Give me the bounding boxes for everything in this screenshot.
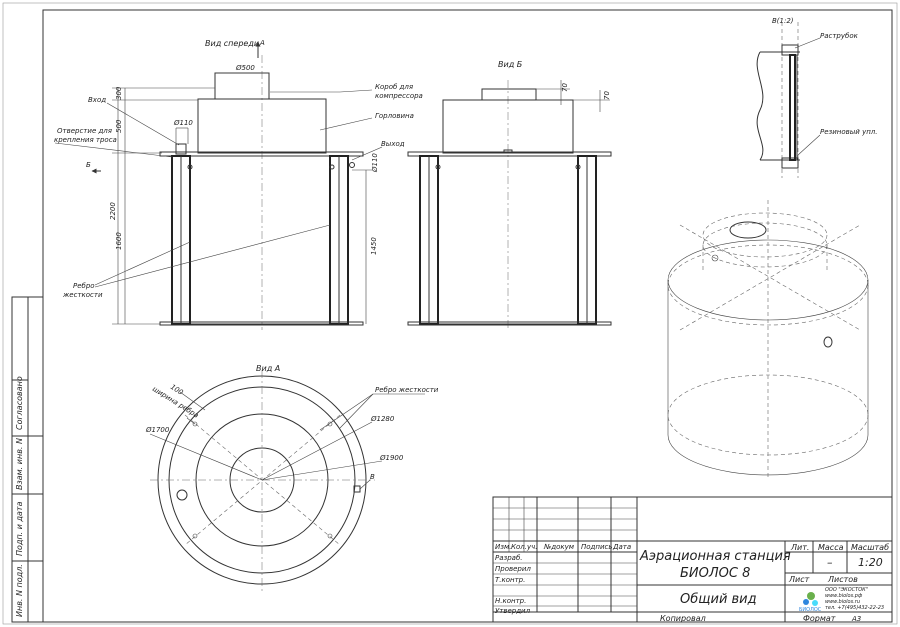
top-view-a: Вид А 100 ширина ребра Ø1700 Ø1280 Ø1900… bbox=[145, 364, 439, 592]
front-view: Вид спереди A Ø500 Ø110 bbox=[54, 39, 423, 330]
detail-v-title: В(1:2) bbox=[772, 17, 794, 25]
callout-rib-top: Ребро жесткости bbox=[375, 386, 439, 394]
marker-v: В bbox=[370, 473, 375, 481]
dim-h70-a: 70 bbox=[561, 83, 569, 92]
tb-sheet: Лист bbox=[788, 575, 810, 584]
tb-site1: www.biolos.рф bbox=[825, 593, 863, 599]
callout-raspr: Раструбок bbox=[820, 32, 859, 40]
callout-outlet: Выход bbox=[381, 140, 405, 148]
dim-h1600: 1600 bbox=[115, 232, 123, 250]
tb-col-sign: Подпись bbox=[581, 543, 613, 551]
callout-neck: Горловина bbox=[375, 112, 414, 120]
dim-h70-b: 70 bbox=[603, 91, 611, 100]
tb-scale-value: 1:20 bbox=[858, 556, 883, 569]
tb-col-doc: №докум bbox=[543, 543, 575, 551]
tb-title-line2: БИОЛОС 8 bbox=[680, 566, 750, 581]
callout-hole-2: крепления троса bbox=[54, 136, 117, 144]
dim-h2200: 2200 bbox=[109, 202, 117, 220]
dim-d1280: Ø1280 bbox=[370, 415, 395, 423]
tb-col-date: Дата bbox=[612, 543, 631, 551]
dim-h500: 500 bbox=[115, 119, 123, 133]
dim-d110-top: Ø110 bbox=[173, 119, 193, 127]
tb-row-razrab: Разраб. bbox=[495, 554, 523, 562]
tb-sheets: Листов bbox=[827, 575, 858, 584]
tb-col-kol: Кол.уч. bbox=[511, 543, 537, 551]
tb-format: Формат bbox=[803, 614, 836, 623]
tb-row-nkontr: Н.контр. bbox=[495, 597, 526, 605]
tb-format-value: А3 bbox=[851, 615, 861, 623]
callout-hole-1: Отверстие для bbox=[57, 127, 112, 135]
tb-copied: Копировал bbox=[660, 614, 706, 623]
tb-mass: Масса bbox=[818, 543, 844, 552]
dim-h300: 300 bbox=[115, 86, 123, 100]
dim-d1700: Ø1700 bbox=[145, 426, 170, 434]
dim-d1900: Ø1900 bbox=[379, 454, 404, 462]
isometric-view bbox=[667, 200, 869, 480]
tb-subtitle: Общий вид bbox=[680, 592, 757, 607]
tb-row-prov: Проверил bbox=[495, 565, 531, 573]
tb-company: ООО "ЭКОСТОК" bbox=[825, 587, 868, 593]
stamp-inv-orig: Инв. N подл. bbox=[15, 564, 24, 617]
callout-box-compressor-1: Короб для bbox=[375, 83, 413, 91]
tb-mass-value: – bbox=[827, 556, 833, 569]
stamp-inv-vzam: Взам. инв. N bbox=[15, 438, 24, 490]
callout-box-compressor-2: компрессора bbox=[375, 92, 423, 100]
callout-inlet: Вход bbox=[88, 96, 106, 104]
callout-rib-1: Ребро bbox=[73, 282, 95, 290]
side-view-b: Вид Б 70 70 bbox=[407, 60, 612, 330]
arrow-b-label: Б bbox=[86, 161, 91, 169]
title-block: Изм. Кол.уч. №докум Подпись Дата Разраб.… bbox=[492, 496, 893, 623]
tb-lit: Лит. bbox=[790, 543, 809, 552]
callout-rubber: Резиновый упл. bbox=[820, 128, 878, 136]
dim-d500-front: Ø500 bbox=[235, 64, 255, 72]
logo-text: БИОЛОС bbox=[799, 607, 822, 613]
stamp-sign-date: Подп. и дата bbox=[15, 501, 24, 556]
detail-view-v: В(1:2) Раструбок Резиновый упл. bbox=[756, 17, 878, 178]
tb-title-line1: Аэрационная станция bbox=[639, 549, 791, 564]
callout-rib-2: жесткости bbox=[62, 291, 103, 299]
dim-d110-side: Ø110 bbox=[371, 153, 379, 173]
dim-h1450: 1450 bbox=[370, 237, 378, 255]
side-stamp: Согласовано Взам. инв. N Подп. и дата Ин… bbox=[11, 296, 44, 623]
front-view-label: Вид спереди bbox=[205, 39, 259, 48]
tb-row-utv: Утвердил bbox=[495, 607, 531, 615]
arrow-a-label: A bbox=[259, 39, 265, 47]
stamp-agreed: Согласовано bbox=[15, 376, 24, 430]
tb-phone: тел. +7(495)432-22-23 bbox=[825, 605, 884, 611]
view-b-title: Вид Б bbox=[498, 60, 523, 69]
tb-scale: Масштаб bbox=[851, 543, 889, 552]
tb-row-tkontr: Т.контр. bbox=[495, 576, 525, 584]
tb-site2: www.biolos.ru bbox=[825, 599, 860, 605]
view-a-title: Вид А bbox=[256, 364, 280, 373]
tb-col-izm: Изм. bbox=[495, 543, 511, 551]
biolos-logo: БИОЛОС bbox=[799, 592, 822, 613]
